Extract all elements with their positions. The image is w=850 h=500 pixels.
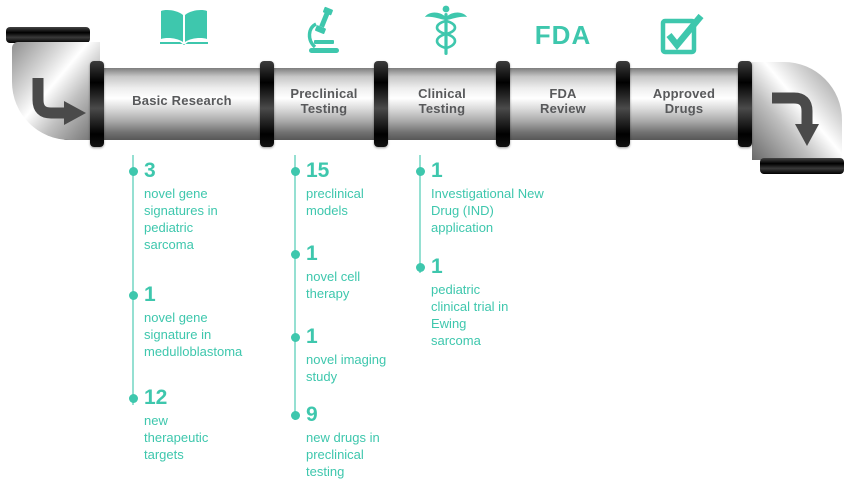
stat-description: new drugs in preclinical testing [306,430,380,479]
stat-value: 1 [431,255,443,278]
stat-description: novel gene signature in medulloblastoma [144,310,243,359]
flow-arrow-in-icon [26,78,88,135]
fda-logo-text: FDA [534,20,592,50]
pipe-joint-ring [260,61,274,147]
flow-arrow-out-icon [772,86,826,153]
stat-value: 15 [306,159,330,182]
stat-description: novel cell therapy [306,269,361,301]
stat-value: 12 [144,386,168,409]
stage-label-fda-review: FDA Review [539,86,586,116]
pipe-joint-ring [374,61,388,147]
pipeline-pipe [62,68,778,140]
stat-description: novel gene signatures in pediatric sarco… [144,186,218,252]
stat-value: 1 [306,325,318,348]
stage-label-preclinical-testing: Preclinical Testing [290,86,358,116]
stat-item: 15 preclinical models [291,159,396,219]
open-book-icon [158,8,210,53]
pipe-joint-ring [496,61,510,147]
stat-description: preclinical models [306,186,364,218]
pipe-joint-ring [90,61,104,147]
stat-item: 3 novel gene signatures in pediatric sar… [129,159,226,253]
stat-connector-line-clinical [419,155,421,273]
stat-connector-line-basic-research [132,155,134,405]
stat-description: new therapeutic targets [144,413,209,462]
stage-label-clinical-testing: Clinical Testing [418,86,466,116]
stage-label-basic-research: Basic Research [132,93,232,108]
stat-item: 1 novel cell therapy [291,242,384,302]
pipe-flange-bottom-right [760,158,844,174]
stat-value: 3 [144,159,156,182]
stat-connector-line-preclinical [294,155,296,420]
stat-value: 1 [431,159,443,182]
pipe-joint-ring [616,61,630,147]
stat-item: 1 Investigational New Drug (IND) applica… [416,159,549,236]
fda-logo: FDA [535,20,591,51]
stat-value: 9 [306,403,318,426]
stat-description: novel imaging study [306,352,387,384]
pipe-flange-top-left [6,27,90,43]
stat-item: 9 new drugs in preclinical testing [291,403,402,480]
stat-value: 1 [144,283,156,306]
stat-value: 1 [306,242,318,265]
microscope-icon [302,6,346,59]
stat-item: 1 novel imaging study [291,325,404,385]
checkbox-check-icon [660,12,704,61]
stat-item: 1 novel gene signature in medulloblastom… [129,283,260,360]
caduceus-icon [424,4,468,63]
stat-description: Investigational New Drug (IND) applicati… [431,186,544,235]
stat-item: 1 pediatric clinical trial in Ewing sarc… [416,255,517,349]
stage-label-approved-drugs: Approved Drugs [652,86,716,116]
pipe-joint-ring [738,61,752,147]
stat-description: pediatric clinical trial in Ewing sarcom… [431,282,509,348]
stat-item: 12 new therapeutic targets [129,386,232,463]
